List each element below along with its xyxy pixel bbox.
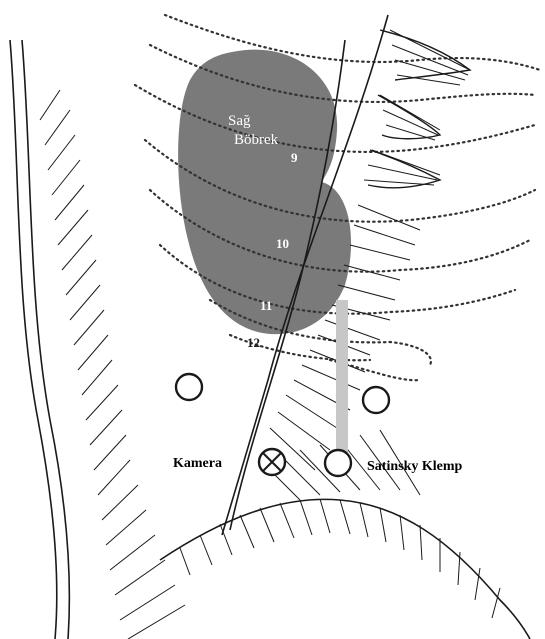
clamp-label: Satinsky Klemp (367, 459, 463, 474)
rib-tips (368, 30, 470, 188)
camera-label: Kamera (173, 456, 222, 471)
rib-number-11: 11 (260, 298, 272, 313)
port-upper-right (363, 387, 389, 413)
clamp-shaft (336, 300, 348, 460)
left-muscle-hatching (40, 90, 185, 639)
port-clamp (325, 450, 351, 476)
right-kidney-shape (178, 50, 351, 335)
port-upper-left (176, 374, 202, 400)
spine-line-2 (22, 40, 69, 639)
spine-line-1 (10, 40, 57, 639)
kidney-label-line2: Böbrek (234, 132, 279, 148)
rib-number-10: 10 (276, 236, 289, 251)
kidney-label-line1: Sağ (228, 113, 251, 129)
port-camera (259, 449, 285, 475)
rib-number-9: 9 (291, 150, 298, 165)
rib-number-12: 12 (247, 335, 260, 350)
spine-outline (10, 40, 69, 639)
rib-tip-1 (380, 30, 470, 80)
rib-tip-3 (368, 150, 440, 188)
